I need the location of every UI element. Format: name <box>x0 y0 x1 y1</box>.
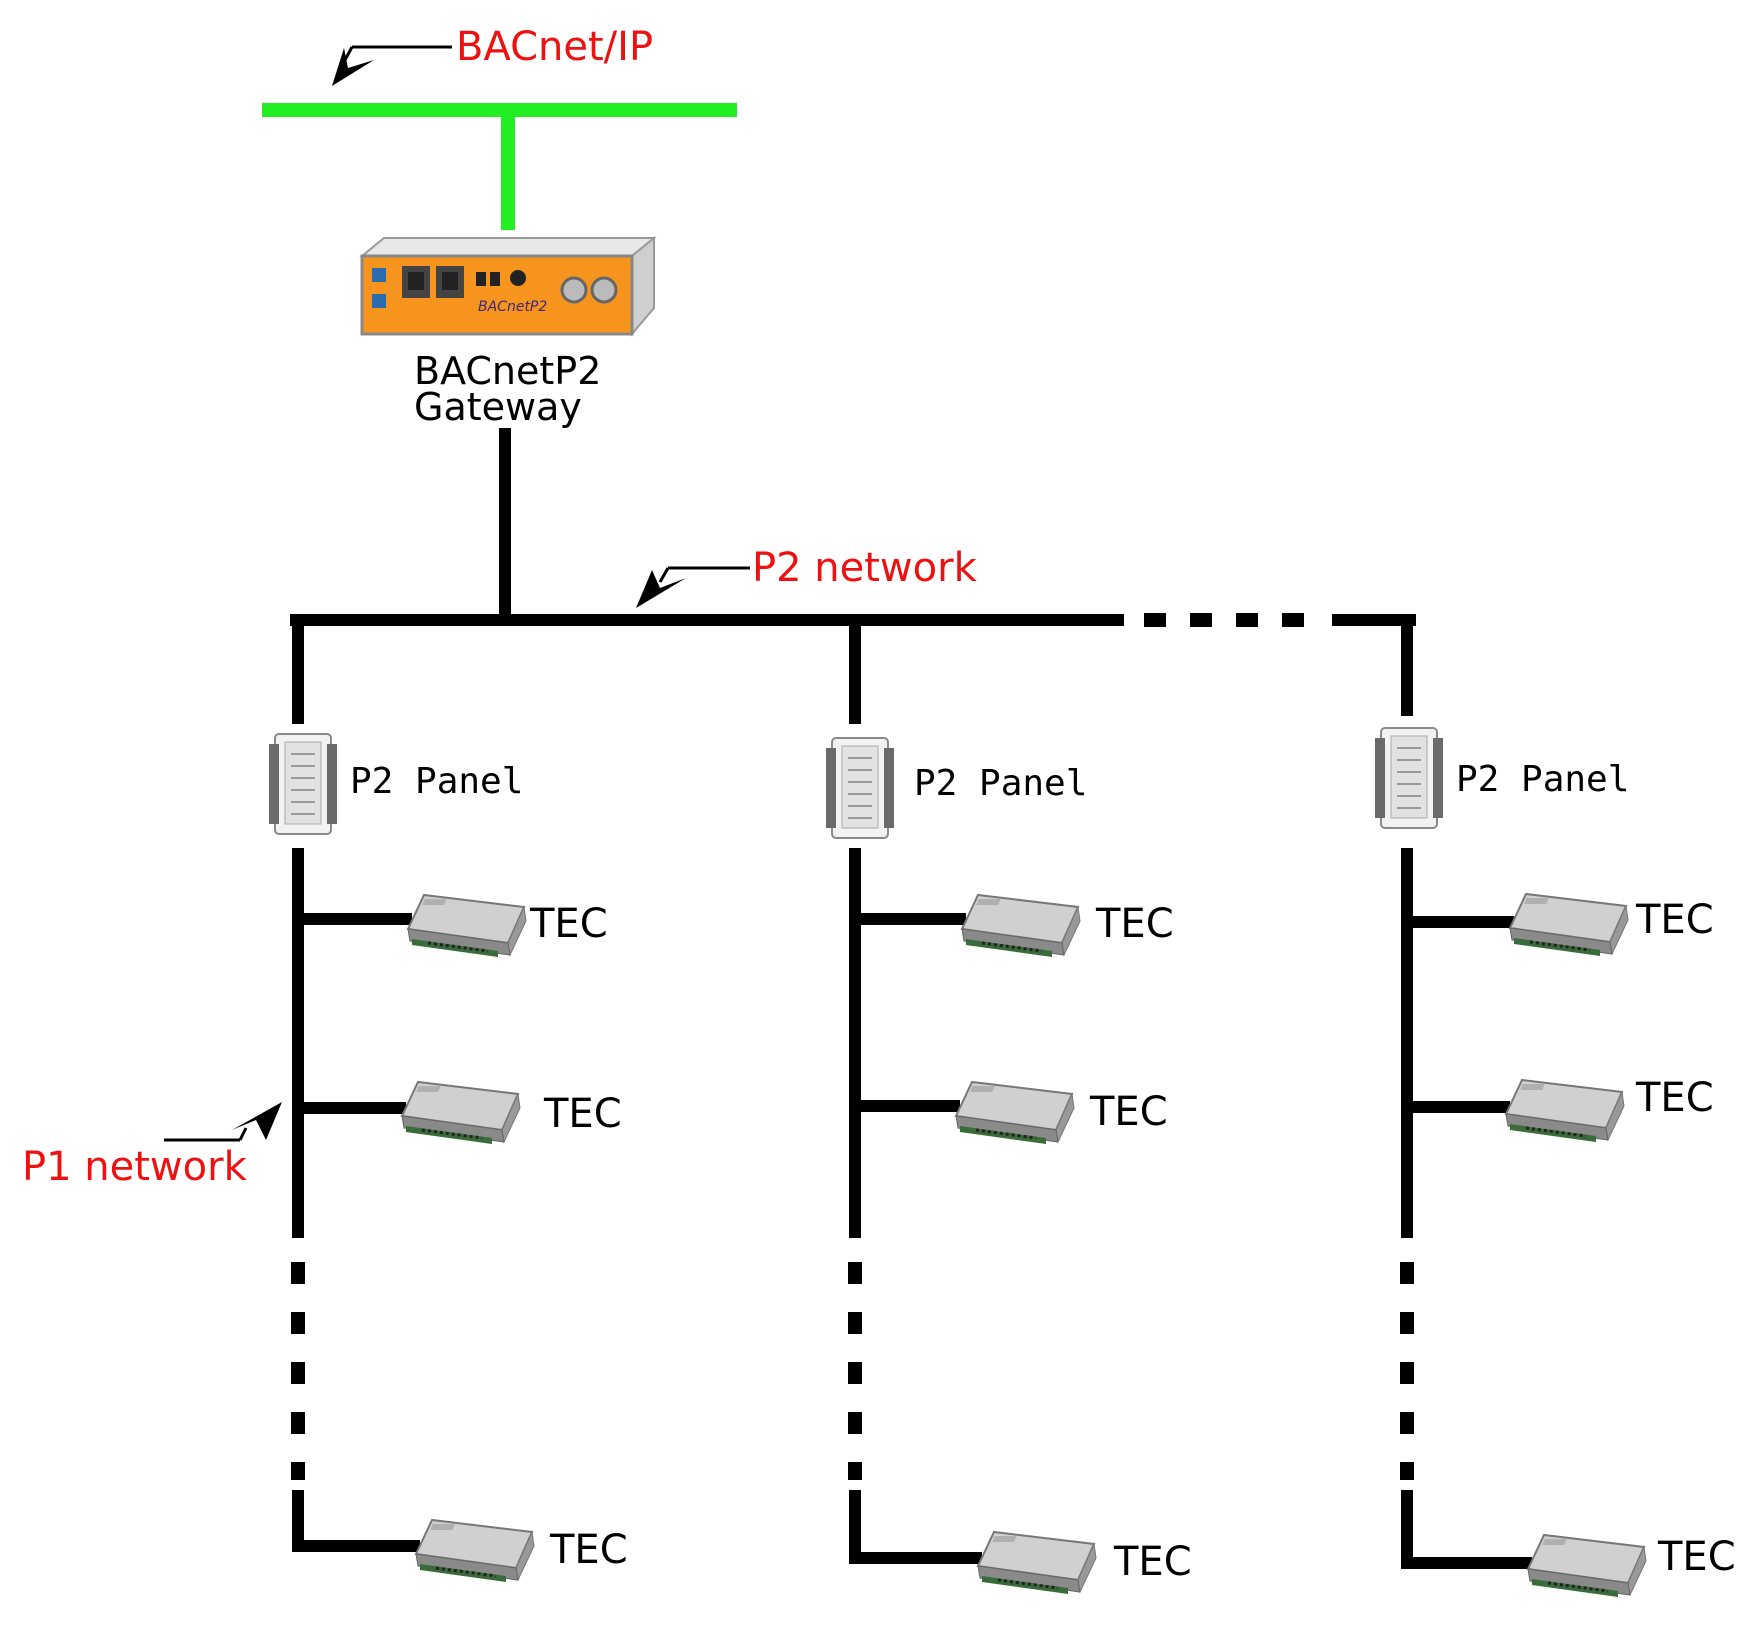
p2-network-annotation: P2 network <box>636 545 978 608</box>
p2-network-bus <box>290 428 1416 627</box>
p2-network-label: P2 network <box>752 545 978 591</box>
tec-node: TEC <box>849 1530 1192 1596</box>
tec-label: TEC <box>1635 1075 1714 1121</box>
p2-panel-label: P2 Panel <box>914 763 1087 804</box>
tec-controller-icon <box>976 1530 1098 1596</box>
gateway-label-line2: Gateway <box>414 385 582 429</box>
tec-controller-icon <box>1526 1533 1648 1599</box>
p2-panel-icon <box>268 733 338 835</box>
tec-controller-icon <box>400 1080 522 1146</box>
tec-controller-icon <box>954 1080 1076 1146</box>
tec-controller-icon <box>414 1518 536 1584</box>
tec-label: TEC <box>1635 897 1714 943</box>
arrow-icon <box>636 566 750 608</box>
tec-node: TEC <box>849 893 1174 959</box>
tec-node: TEC <box>1401 892 1714 958</box>
tec-node: TEC <box>1401 1075 1714 1144</box>
tec-node: TEC <box>849 1080 1168 1146</box>
gateway-brand-label: BACnetP2 <box>478 299 547 315</box>
tec-label: TEC <box>549 1527 628 1573</box>
p2-panel-icon <box>825 737 895 839</box>
tec-controller-icon <box>1508 892 1630 958</box>
gateway-device-icon <box>360 236 656 336</box>
tec-node: TEC <box>1401 1533 1736 1599</box>
tec-node: TEC <box>292 1518 628 1584</box>
tec-controller-icon <box>960 893 1082 959</box>
bacnet-ip-label: BACnet/IP <box>456 24 653 70</box>
tec-controller-icon <box>1504 1078 1626 1144</box>
tec-label: TEC <box>529 901 608 947</box>
gateway-label-line1: BACnetP2 <box>414 349 601 393</box>
bacnet-ip-annotation: BACnet/IP <box>332 24 653 86</box>
p1-network-annotation: P1 network <box>22 1102 282 1190</box>
p1-network-label: P1 network <box>22 1144 248 1190</box>
arrow-icon <box>164 1102 282 1142</box>
arrow-icon <box>332 45 452 86</box>
tec-label: TEC <box>1113 1539 1192 1585</box>
tec-label: TEC <box>1657 1534 1736 1580</box>
bacnet-ip-bus <box>262 103 737 230</box>
p2-panel-label: P2 Panel <box>350 761 523 802</box>
p2-panel-icon <box>1374 727 1444 829</box>
tec-label: TEC <box>543 1091 622 1137</box>
tec-label: TEC <box>1089 1089 1168 1135</box>
tec-node: TEC <box>292 893 608 959</box>
tec-node: TEC <box>292 1080 622 1146</box>
p2-panel-label: P2 Panel <box>1456 759 1629 800</box>
tec-label: TEC <box>1095 901 1174 947</box>
tec-controller-icon <box>406 893 528 959</box>
